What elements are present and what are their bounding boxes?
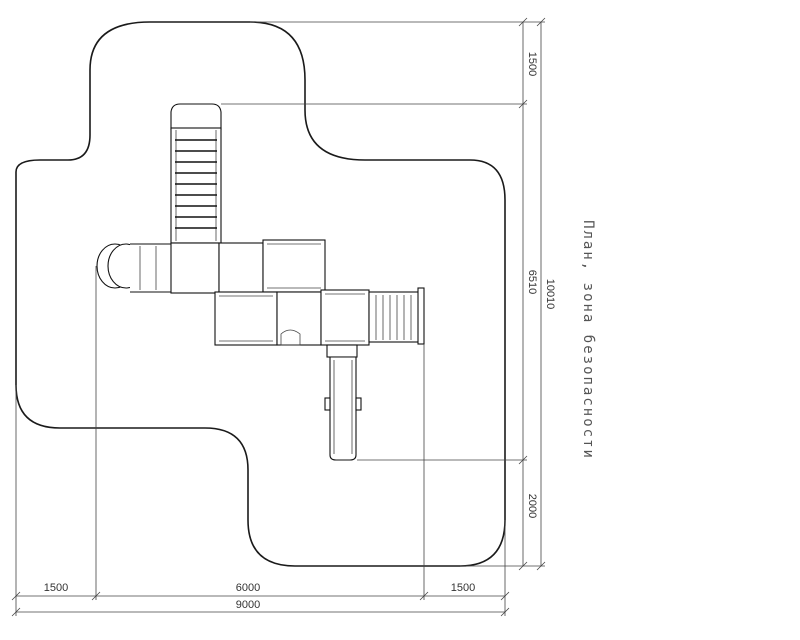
dimension-lines — [11, 17, 546, 617]
dim-bottom-total: 9000 — [236, 599, 260, 611]
climbing-ladder — [170, 103, 222, 244]
dim-right-middle: 6510 — [526, 270, 538, 294]
drawing-title: План, зона безопасности — [580, 220, 596, 460]
dim-right-bottom: 2000 — [526, 494, 538, 518]
dim-bottom-left: 1500 — [44, 582, 68, 594]
dim-bottom-middle: 6000 — [236, 582, 260, 594]
dim-bottom-right: 1500 — [451, 582, 475, 594]
platform-modules — [170, 239, 370, 346]
dim-right-top: 1500 — [526, 52, 538, 76]
safety-zone-outline — [15, 21, 506, 567]
slide — [324, 344, 362, 461]
crawl-tube — [96, 243, 173, 293]
dim-right-total: 10010 — [544, 279, 556, 310]
staircase — [368, 287, 425, 345]
play-equipment — [96, 103, 425, 461]
